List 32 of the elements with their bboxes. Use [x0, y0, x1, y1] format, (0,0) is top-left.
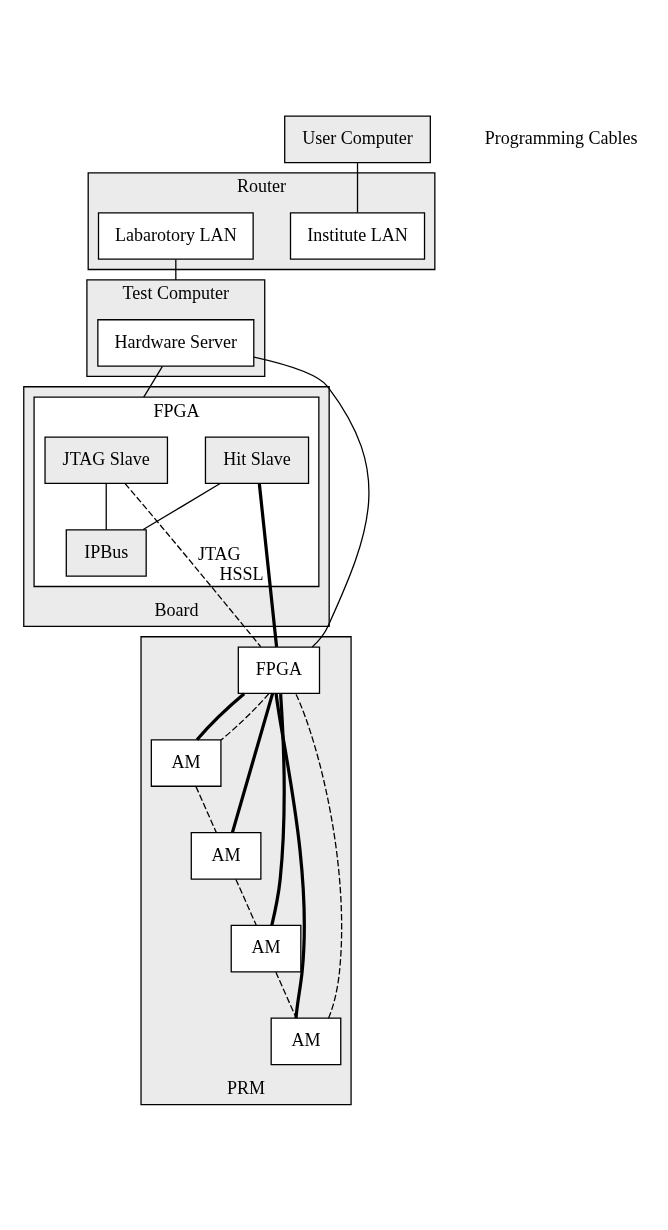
connector: [274, 693, 306, 1018]
connector: [142, 482, 221, 530]
connector: [253, 355, 370, 648]
node-box: Hardware Server: [97, 318, 255, 367]
node-box: AM: [190, 831, 262, 880]
edge-label: HSSL: [219, 563, 264, 584]
connector: [270, 693, 286, 926]
node-box: Labarotory LAN: [97, 211, 254, 260]
node-box: AM: [150, 738, 222, 787]
node-box: Hit Slave: [204, 435, 310, 484]
connector: [257, 483, 279, 647]
node-box: FPGA: [237, 645, 321, 694]
label: Programming Cables: [484, 127, 638, 148]
connector: [356, 161, 359, 213]
connector: [230, 692, 275, 833]
connector: [195, 785, 217, 833]
connector: [295, 692, 343, 1019]
connector: [275, 971, 297, 1019]
node-box: AM: [230, 924, 302, 972]
node-box: AM: [270, 1017, 342, 1065]
node-box: JTAG Slave: [44, 435, 169, 484]
connector: [175, 258, 177, 280]
node-box: IPBus: [65, 528, 147, 577]
node-box: User Computer: [284, 115, 431, 163]
connector: [235, 878, 257, 926]
connector: [220, 692, 270, 741]
connector: [124, 482, 262, 647]
connector: [105, 482, 107, 530]
edge-label: JTAG: [197, 543, 241, 564]
connector: [143, 365, 164, 398]
node-box: Institute LAN: [289, 211, 426, 260]
connector: [195, 692, 246, 741]
